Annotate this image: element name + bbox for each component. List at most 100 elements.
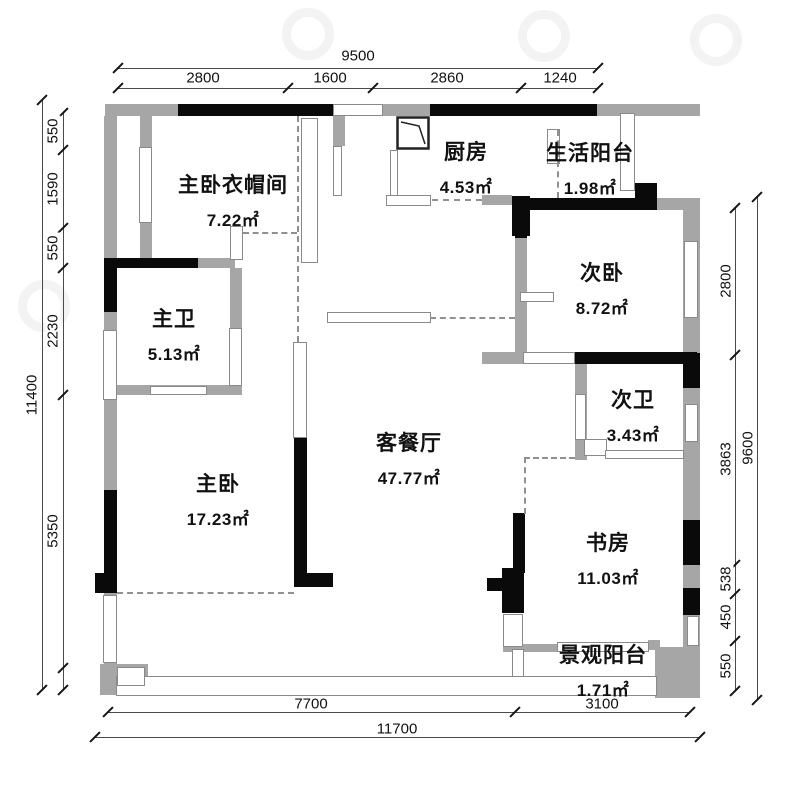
wall-segment	[648, 640, 660, 650]
room-name: 主卧衣帽间	[178, 174, 288, 197]
window	[139, 147, 152, 223]
wall-segment	[575, 352, 697, 364]
entry-door	[333, 104, 383, 116]
room-area: 17.23㎡	[186, 510, 250, 529]
dim-line	[42, 100, 43, 690]
room-label-study: 书房 11.03㎡	[577, 527, 639, 589]
room-name: 厨房	[444, 141, 488, 164]
wall-segment	[104, 258, 117, 312]
window	[684, 241, 698, 318]
dim-label: 3863	[718, 439, 735, 479]
door-opening	[150, 386, 207, 395]
wall-segment	[294, 573, 333, 587]
room-area: 4.53㎡	[439, 178, 493, 197]
dim-line	[63, 113, 64, 690]
wall-segment	[683, 520, 700, 565]
dim-label: 550	[45, 232, 62, 264]
room-label-master-bedroom: 主卧 17.23㎡	[187, 468, 250, 530]
cabinet	[301, 118, 318, 263]
wall-segment	[683, 588, 700, 615]
dim-line	[95, 737, 700, 738]
dim-label: 2860	[427, 70, 467, 86]
boundary-dashed	[117, 592, 294, 594]
boundary-dashed	[297, 116, 299, 342]
dim-label: 2230	[45, 311, 62, 351]
room-area: 5.13㎡	[147, 345, 201, 364]
thin-wall	[605, 450, 684, 459]
room-name: 书房	[585, 532, 630, 555]
wall-segment	[104, 258, 198, 268]
dim-label: 2800	[183, 70, 223, 86]
window	[523, 352, 575, 364]
room-name: 景观阳台	[559, 644, 647, 667]
room-area: 3.43㎡	[606, 426, 660, 445]
dim-line	[108, 712, 690, 713]
thin-wall	[333, 146, 342, 196]
dim-label: 11700	[373, 721, 421, 737]
wall-segment	[503, 644, 561, 652]
wall-segment	[178, 104, 333, 116]
room-label-cloakroom: 主卧衣帽间 7.22㎡	[178, 169, 288, 231]
watermark	[18, 280, 70, 332]
door-leaf	[230, 226, 243, 260]
dim-label: 11400	[24, 371, 41, 419]
dim-label: 5350	[45, 511, 62, 551]
room-name: 主卧	[195, 473, 240, 496]
wall-segment	[482, 195, 512, 205]
room-label-view-balcony: 景观阳台 1.71㎡	[559, 639, 647, 701]
door-leaf	[547, 129, 560, 164]
sliding-door	[557, 642, 649, 652]
watermark	[282, 8, 334, 60]
window	[620, 113, 635, 191]
room-label-master-bath: 主卫 5.13㎡	[148, 303, 201, 365]
room-name: 次卧	[580, 262, 624, 285]
dim-label: 550	[45, 115, 62, 147]
wall-segment	[655, 647, 700, 698]
dim-line	[735, 208, 736, 691]
wall-segment	[487, 578, 503, 591]
watermark	[690, 14, 742, 66]
room-label-service-balcony: 生活阳台 1.98㎡	[546, 137, 634, 199]
flue-icon	[396, 116, 430, 150]
window	[687, 616, 699, 646]
room-area: 8.72㎡	[575, 299, 629, 318]
room-name: 次卫	[611, 389, 655, 412]
wall-segment	[502, 568, 524, 613]
window	[520, 292, 554, 302]
wall-segment	[104, 490, 117, 593]
room-area: 47.77㎡	[377, 469, 441, 488]
dim-label: 1240	[540, 70, 580, 86]
room-label-living-dining: 客餐厅 47.77㎡	[376, 427, 442, 489]
boundary-dashed	[557, 130, 559, 198]
dim-label: 450	[718, 601, 735, 633]
wall-segment	[635, 183, 657, 210]
room-name: 客餐厅	[376, 432, 442, 455]
boundary-dashed	[524, 457, 575, 459]
room-name: 主卫	[152, 308, 196, 331]
window	[117, 667, 145, 686]
cabinet	[327, 312, 431, 323]
dim-label: 1590	[45, 169, 62, 209]
room-area: 7.22㎡	[206, 211, 260, 230]
wall-segment	[515, 198, 657, 210]
wall-segment	[513, 513, 525, 573]
window	[103, 595, 117, 663]
room-area: 11.03㎡	[577, 569, 639, 588]
window-band	[116, 676, 657, 696]
room-area: 1.98㎡	[563, 179, 617, 198]
room-name: 生活阳台	[546, 142, 634, 165]
door-leaf	[584, 439, 607, 456]
dim-label: 9600	[740, 428, 757, 468]
dim-label: 9500	[338, 48, 378, 64]
boundary-dashed	[430, 317, 515, 319]
dim-label: 550	[718, 650, 735, 682]
wall-segment	[515, 210, 527, 238]
wall-segment	[482, 352, 523, 364]
wall-segment	[683, 353, 700, 388]
wall-segment	[333, 116, 345, 146]
boundary-dashed	[432, 199, 482, 201]
wall-segment	[198, 258, 235, 268]
room-label-kitchen: 厨房 4.53㎡	[440, 136, 493, 198]
window	[103, 330, 117, 400]
